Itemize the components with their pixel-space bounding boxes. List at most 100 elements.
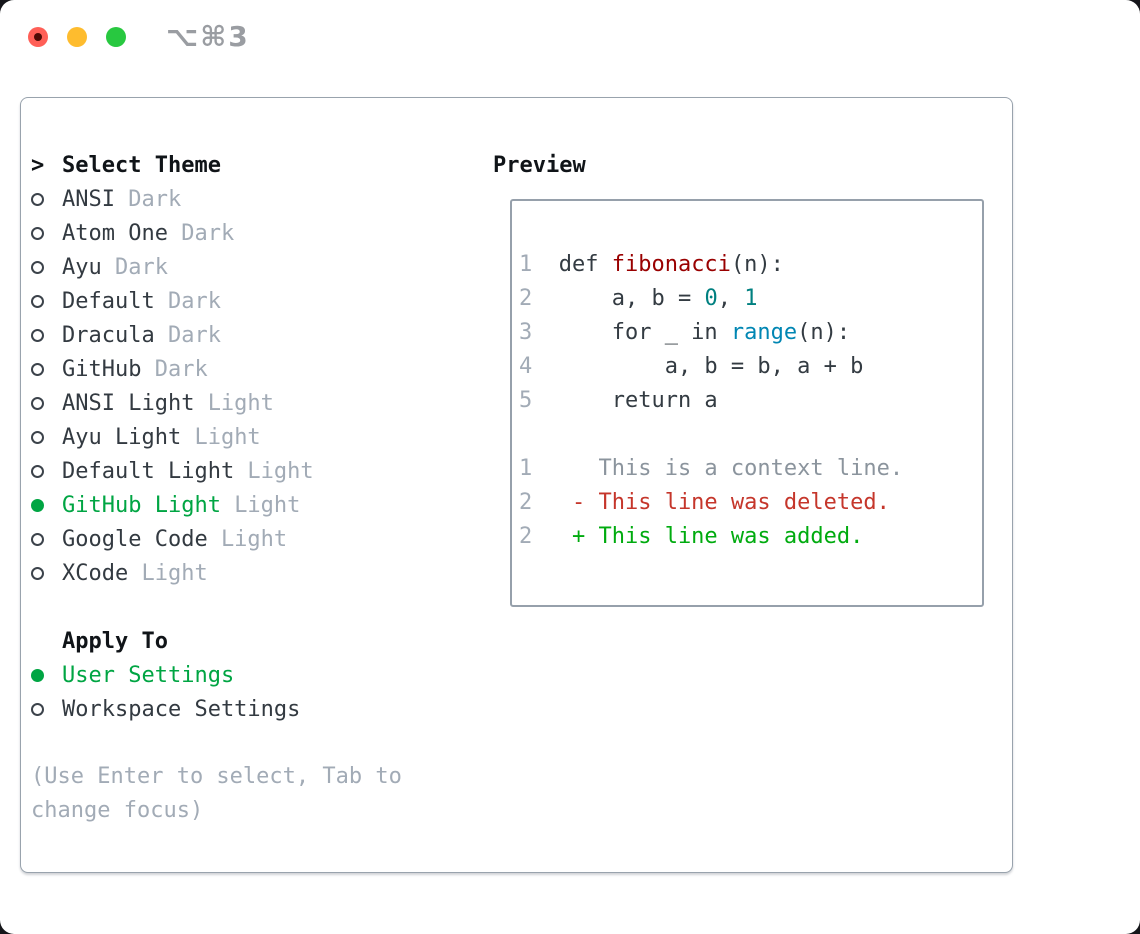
radio-unselected-icon	[31, 702, 44, 716]
zoom-button[interactable]	[106, 27, 126, 47]
diff-text: + This line was added.	[558, 524, 864, 549]
token-plain: ,	[717, 286, 745, 311]
line-number: 3	[519, 320, 533, 345]
radio-marker	[31, 318, 62, 352]
option-label: GitHub	[62, 356, 142, 382]
line-number: 2	[519, 286, 533, 311]
apply-to-header: Apply To	[31, 624, 491, 658]
keyboard-hint-text: (Use Enter to select, Tab to change focu…	[31, 764, 402, 823]
radio-marker	[31, 352, 62, 386]
theme-variant-tag: Light	[141, 560, 208, 586]
apply-option-workspace-settings[interactable]: Workspace Settings	[31, 692, 491, 726]
token-plain: for _ in	[558, 320, 731, 345]
token-plain: a, b = b, a + b	[558, 354, 864, 379]
radio-marker	[31, 488, 62, 522]
code-line: 4 a, b = b, a + b	[519, 354, 982, 388]
option-label: XCode	[62, 560, 129, 586]
line-number: 2	[519, 490, 533, 515]
option-label: Workspace Settings	[62, 696, 301, 722]
option-label: Ayu Light	[62, 424, 182, 450]
diff-line-added: 2 + This line was added.	[519, 524, 982, 558]
radio-marker	[31, 692, 62, 726]
radio-unselected-icon	[31, 464, 44, 478]
select-theme-title: Select Theme	[62, 152, 221, 178]
option-label: GitHub Light	[62, 492, 221, 518]
line-number: 2	[519, 524, 533, 549]
token-function: fibonacci	[611, 252, 731, 277]
line-number: 4	[519, 354, 533, 379]
line-number: 1	[519, 456, 533, 481]
preview-title: Preview	[493, 152, 586, 178]
radio-unselected-icon	[31, 566, 44, 580]
radio-marker	[31, 454, 62, 488]
theme-option-xcode-light[interactable]: XCode Light	[31, 556, 491, 590]
radio-selected-icon	[31, 668, 44, 682]
theme-variant-tag: Dark	[154, 356, 208, 382]
select-theme-header: > Select Theme	[31, 148, 491, 182]
diff-preview-block: 1 This is a context line.2 - This line w…	[519, 456, 982, 558]
section-gap	[31, 590, 491, 624]
radio-unselected-icon	[31, 226, 44, 240]
radio-marker	[31, 284, 62, 318]
theme-variant-tag: Light	[207, 390, 274, 416]
theme-variant-tag: Dark	[114, 254, 168, 280]
radio-unselected-icon	[31, 294, 44, 308]
token-number: 0	[704, 286, 718, 311]
radio-unselected-icon	[31, 260, 44, 274]
theme-variant-tag: Dark	[128, 186, 182, 212]
token-builtin: range	[730, 320, 798, 345]
option-label: Dracula	[62, 322, 155, 348]
radio-unselected-icon	[31, 362, 44, 376]
radio-marker	[31, 182, 62, 216]
radio-selected-icon	[31, 498, 44, 512]
minimize-button[interactable]	[67, 27, 87, 47]
apply-to-title: Apply To	[62, 628, 168, 654]
diff-line-context: 1 This is a context line.	[519, 456, 982, 490]
section-gap	[31, 726, 491, 760]
theme-option-ansi-dark[interactable]: ANSI Dark	[31, 182, 491, 216]
radio-unselected-icon	[31, 532, 44, 546]
option-label: ANSI	[62, 186, 115, 212]
radio-marker	[31, 658, 62, 692]
token-plain: return a	[558, 388, 718, 413]
code-line: 2 a, b = 0, 1	[519, 286, 982, 320]
close-button[interactable]	[28, 27, 48, 47]
diff-text: - This line was deleted.	[558, 490, 890, 515]
diff-line-deleted: 2 - This line was deleted.	[519, 490, 982, 524]
theme-option-github-dark[interactable]: GitHub Dark	[31, 352, 491, 386]
token-keyword: def	[558, 252, 612, 277]
code-line: 5 return a	[519, 388, 982, 422]
token-number: 1	[744, 286, 758, 311]
radio-marker	[31, 250, 62, 284]
theme-variant-tag: Dark	[167, 288, 221, 314]
radio-unselected-icon	[31, 192, 44, 206]
keyboard-shortcut-label: ⌥⌘3	[166, 20, 250, 53]
line-number: 5	[519, 388, 533, 413]
preview-blank-line	[519, 422, 982, 456]
apply-to-indent	[31, 624, 62, 658]
apply-option-user-settings[interactable]: User Settings	[31, 658, 491, 692]
diff-text: This is a context line.	[558, 456, 904, 481]
unsaved-dot-icon	[34, 33, 42, 41]
theme-variant-tag: Light	[247, 458, 314, 484]
option-label: Default	[62, 288, 155, 314]
radio-unselected-icon	[31, 430, 44, 444]
focus-marker: >	[31, 148, 62, 182]
theme-option-default-dark[interactable]: Default Dark	[31, 284, 491, 318]
radio-unselected-icon	[31, 328, 44, 342]
